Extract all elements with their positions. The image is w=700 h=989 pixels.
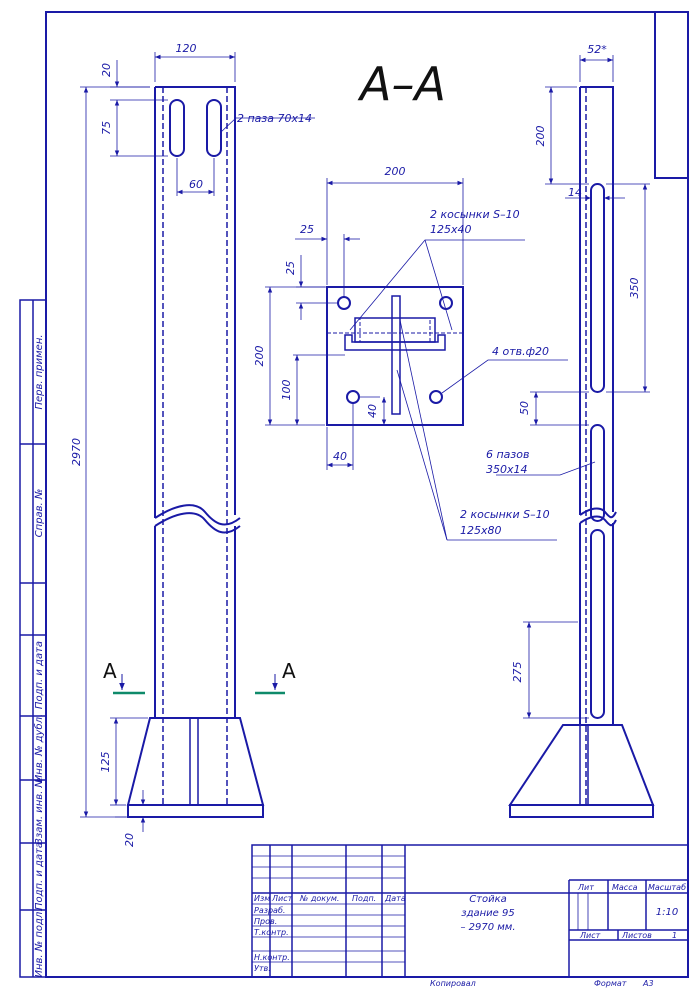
dim-bottom-275: 275 xyxy=(511,662,524,683)
tb-sheets: Листов xyxy=(621,931,652,940)
note-6-slots-line1: 6 пазов xyxy=(486,448,530,461)
tb-format: Формат xyxy=(594,979,627,988)
front-view-post xyxy=(126,86,265,818)
dim-plate-100: 100 xyxy=(280,380,293,401)
tb-utv: Утв. xyxy=(254,964,271,973)
title-block xyxy=(251,844,689,978)
tb-sheets-count: 1 xyxy=(672,931,677,940)
section-marker-letter-left: A xyxy=(103,659,117,683)
title-block-text: Изм Лист № докум. Подп. Дата Разраб. Про… xyxy=(254,883,686,988)
section-plate-labels: 200 25 25 200 100 40 40 2 косынки S–10 1… xyxy=(253,165,550,537)
dim-slot-gap-50: 50 xyxy=(518,401,531,415)
side-label-podp1: Подп. и дата xyxy=(34,641,45,709)
tb-sheet: Лист xyxy=(579,931,601,940)
note-gussets-2-line1: 2 косынки S–10 xyxy=(460,508,550,521)
tb-copied: Копировал xyxy=(430,979,476,988)
tb-nkontr: Н.контр. xyxy=(254,953,290,962)
tb-scale-label: Масштаб xyxy=(648,883,686,892)
section-marker-right: A xyxy=(255,659,296,695)
section-plate xyxy=(326,286,464,426)
side-stamp-strip xyxy=(19,299,47,978)
tb-hdr-list: Лист xyxy=(271,894,293,903)
tb-prov: Пров. xyxy=(254,917,277,926)
side-label-dubl: Инв. № дубл. xyxy=(33,714,45,782)
dim-slot-width-14: 14 xyxy=(568,186,582,199)
dim-slot-spacing-60: 60 xyxy=(189,178,203,191)
dim-hole-offset-25-h: 25 xyxy=(300,223,314,236)
note-2-slots: 2 паза 70х14 xyxy=(237,112,312,125)
side-view-labels: 52* 200 14 350 50 275 6 пазов 350х14 xyxy=(486,43,641,683)
tb-hdr-doc: № докум. xyxy=(299,894,339,903)
dim-base-125: 125 xyxy=(99,752,112,773)
section-marker-letter-right: A xyxy=(282,659,296,683)
tb-hdr-izm: Изм xyxy=(254,894,270,903)
dim-plate-40-h: 40 xyxy=(333,450,347,463)
note-holes: 4 отв.ф20 xyxy=(492,345,549,358)
side-label-vzam: Взам. инв. № xyxy=(34,777,45,845)
side-label-podp2: Подп. и дата xyxy=(34,842,45,910)
dim-depth-52: 52* xyxy=(587,43,607,56)
tb-hdr-date: Дата xyxy=(384,894,406,903)
side-label-sprav: Справ. № xyxy=(34,489,45,538)
dim-slot-75: 75 xyxy=(100,121,113,135)
side-view-post xyxy=(508,86,655,818)
dim-hole-offset-25-v: 25 xyxy=(284,261,297,275)
side-label-perv: Перв. примен. xyxy=(34,334,45,409)
tb-tkontr: Т.контр. xyxy=(254,928,289,937)
section-plate-dimensions xyxy=(265,178,568,541)
note-gussets-2-line2: 125х80 xyxy=(460,524,502,537)
note-gussets-1-line2: 125х40 xyxy=(430,223,472,236)
side-stamp-labels: Перв. примен. Справ. № Подп. и дата Инв.… xyxy=(33,334,45,977)
dim-plate-40-v: 40 xyxy=(366,404,379,418)
note-gussets-1-line1: 2 косынки S–10 xyxy=(430,208,520,221)
tb-hdr-sign: Подп. xyxy=(352,894,376,903)
tb-name-line2: здание 95 xyxy=(461,908,514,919)
side-label-inv: Инв. № подл. xyxy=(34,909,45,978)
section-title: A–A xyxy=(357,57,446,111)
dim-top-20: 20 xyxy=(100,63,113,77)
note-6-slots-line2: 350х14 xyxy=(486,463,528,476)
dim-plate-200-height: 200 xyxy=(253,346,266,367)
tb-format-value: А3 xyxy=(642,979,654,988)
dim-height-2970: 2970 xyxy=(70,438,83,466)
tb-name-line3: – 2970 мм. xyxy=(460,922,515,933)
tb-lit: Лит xyxy=(577,883,594,892)
tb-scale-value: 1:10 xyxy=(656,907,678,918)
front-view-dim-labels: 120 20 75 60 2970 125 20 2 паза 70х14 xyxy=(70,42,312,847)
tb-razrab: Разраб. xyxy=(254,906,285,915)
dim-slot-350: 350 xyxy=(628,278,641,299)
tb-name-line1: Стойка xyxy=(469,894,507,905)
dim-plate-20: 20 xyxy=(123,833,136,847)
tb-mass: Масса xyxy=(612,883,638,892)
dim-width-120: 120 xyxy=(176,42,197,55)
dim-side-200: 200 xyxy=(534,126,547,147)
front-view-dimensions xyxy=(80,52,315,832)
section-marker-left: A xyxy=(103,659,145,695)
side-view-dimensions xyxy=(496,55,650,719)
dim-plate-200-width: 200 xyxy=(385,165,406,178)
